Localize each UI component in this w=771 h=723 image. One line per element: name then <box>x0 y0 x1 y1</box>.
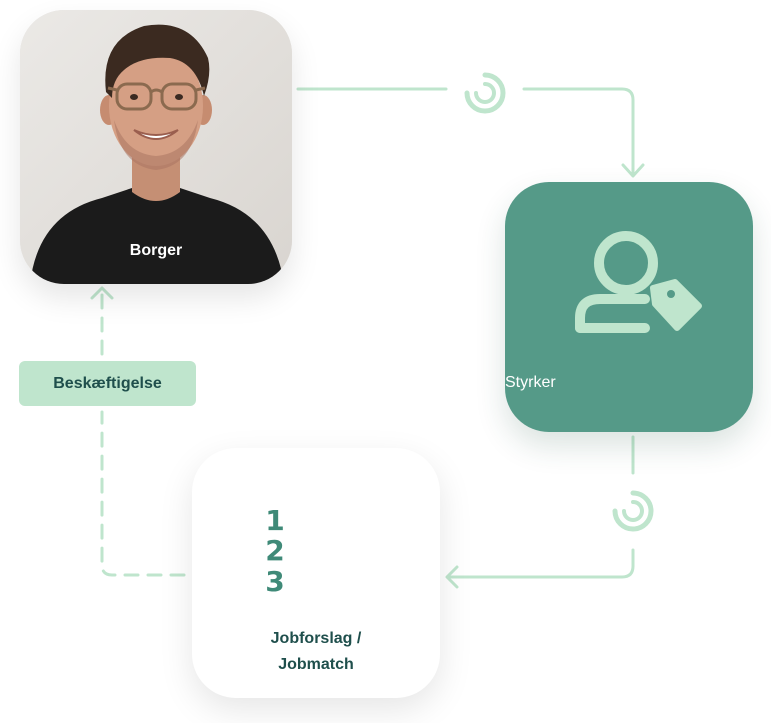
node-label-borger: Borger <box>129 242 183 259</box>
list-number: 1 <box>265 504 284 537</box>
node-label-styrker: Styrker <box>505 374 556 391</box>
user-tag-icon <box>575 231 702 333</box>
styrker-card <box>505 182 753 432</box>
list-number: 2 <box>265 534 284 567</box>
list-number: 3 <box>265 565 284 598</box>
loading-ring-icon <box>612 490 654 532</box>
numbered-list-icon: 1 2 3 <box>265 504 367 598</box>
loading-ring-icon <box>464 72 506 114</box>
node-label-jobforslag-line1: Jobforslag / <box>270 630 362 647</box>
edge-label-beskaeftigelse: Beskæftigelse <box>19 361 196 406</box>
edge-job-to-borger <box>90 286 186 577</box>
edge-borger-to-styrker <box>296 87 645 178</box>
borger-card: Borger <box>20 10 292 284</box>
jobforslag-card: 1 2 3 <box>192 448 440 698</box>
node-label-jobforslag-line2: Jobmatch <box>278 656 354 673</box>
edge-styrker-to-job <box>445 435 635 589</box>
node-label-jobforslag: Jobforslag / Jobmatch <box>192 626 440 678</box>
person-photo <box>20 10 292 284</box>
